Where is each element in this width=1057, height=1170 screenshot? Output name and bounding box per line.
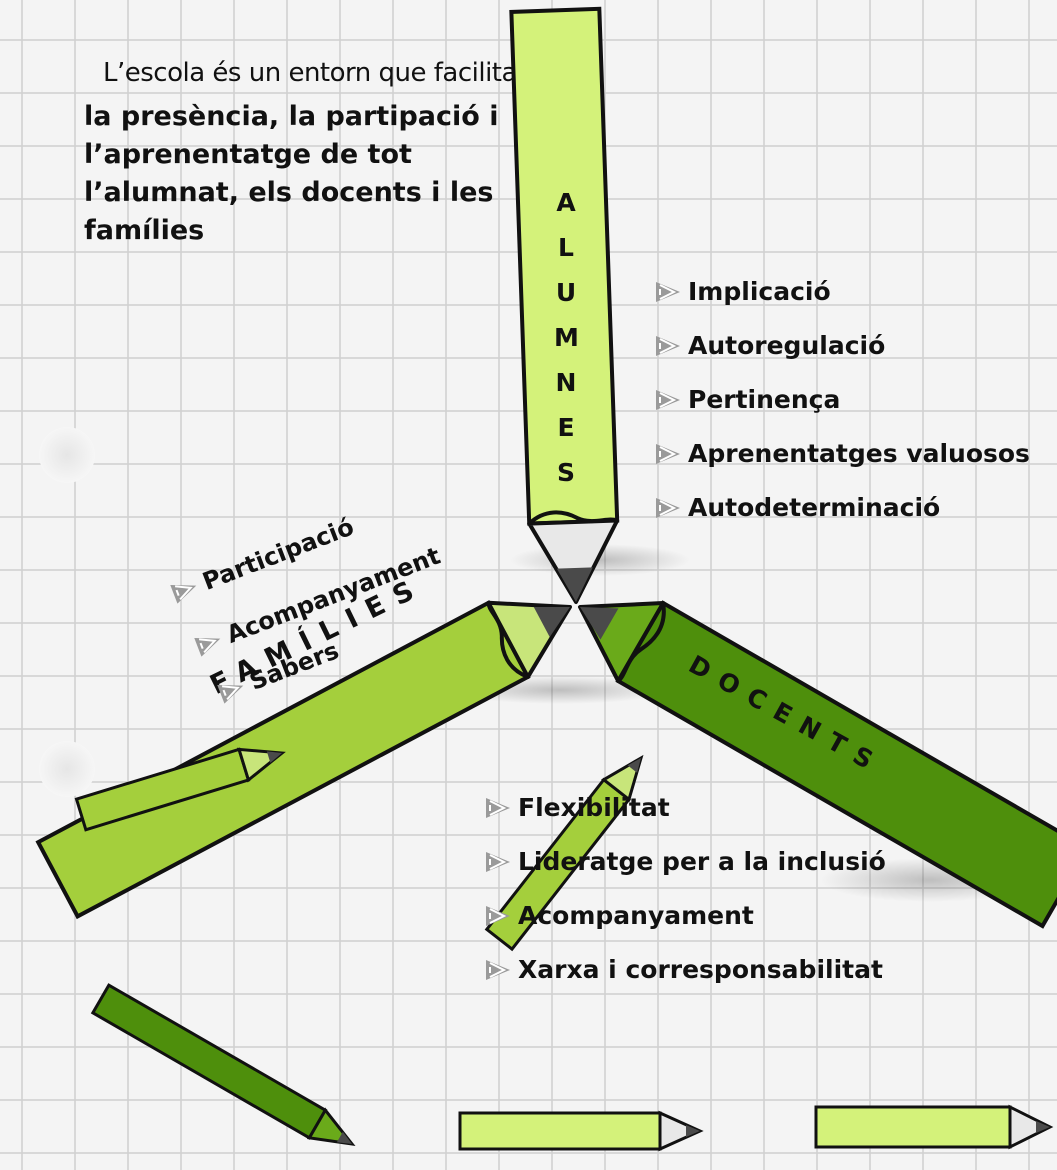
pencil-label-letter: S <box>556 458 575 487</box>
pencil-label-letter: A <box>556 188 576 217</box>
small-pencil <box>814 1104 1054 1150</box>
pencil-familles <box>35 600 572 920</box>
list-item-label: Acompanyament <box>518 901 754 930</box>
pencil-alumnes <box>509 6 620 604</box>
intro-bold-text: la presència, la partipació i l’aprenent… <box>84 101 499 246</box>
list-item: Xarxa i corresponsabilitat <box>484 955 883 984</box>
list-item: Pertinença <box>654 385 840 414</box>
list-item: Autodeterminació <box>654 493 940 522</box>
list-item: Autoregulació <box>654 331 885 360</box>
arrow-icon <box>486 851 510 872</box>
list-item-label: Lideratge per a la inclusió <box>518 847 886 876</box>
list-item-label: Implicació <box>688 277 831 306</box>
pencil-label-letter: L <box>558 233 574 262</box>
list-item-label: Autoregulació <box>688 331 886 360</box>
list-item: Acompanyament <box>484 901 754 930</box>
pencil-label-letter: N <box>555 368 577 397</box>
list-item: Sabers <box>214 636 343 708</box>
small-pencil <box>74 747 286 832</box>
pencil-label-letter: U <box>555 278 577 307</box>
list-item: Implicació <box>654 277 831 306</box>
arrow-icon <box>656 389 680 410</box>
arrow-icon <box>217 684 244 704</box>
arrow-icon <box>170 584 197 604</box>
small-pencil <box>90 983 356 1147</box>
arrow-icon <box>486 797 510 818</box>
arrow-icon <box>656 497 680 518</box>
arrow-icon <box>486 905 510 926</box>
list-item: Flexibilitat <box>484 793 670 822</box>
list-item-label: Xarxa i corresponsabilitat <box>518 955 883 984</box>
list-item-label: Pertinença <box>688 385 841 414</box>
list-item: Participació <box>167 513 358 608</box>
binder-hole <box>39 741 95 797</box>
arrow-icon <box>656 335 680 356</box>
pencil-docents <box>578 600 1057 929</box>
small-pencil <box>458 1110 704 1152</box>
list-item: Acompanyament <box>191 542 444 661</box>
pencil-label-letter: M <box>554 323 579 352</box>
binder-hole <box>39 427 95 483</box>
arrow-icon <box>194 637 221 657</box>
pencil-label-letter: E <box>557 413 575 442</box>
arrow-icon <box>656 281 680 302</box>
intro-text: L’escola és un entorn que facilita <box>103 58 517 88</box>
list-item-label: Flexibilitat <box>518 793 670 822</box>
list-item: Lideratge per a la inclusió <box>484 847 886 876</box>
list-item-label: Autodeterminació <box>688 493 941 522</box>
arrow-icon <box>486 959 510 980</box>
list-item: Aprenentatges valuosos <box>654 439 1030 468</box>
list-item-label: Aprenentatges valuosos <box>688 439 1030 468</box>
small-pencil <box>484 754 644 952</box>
arrow-icon <box>656 443 680 464</box>
